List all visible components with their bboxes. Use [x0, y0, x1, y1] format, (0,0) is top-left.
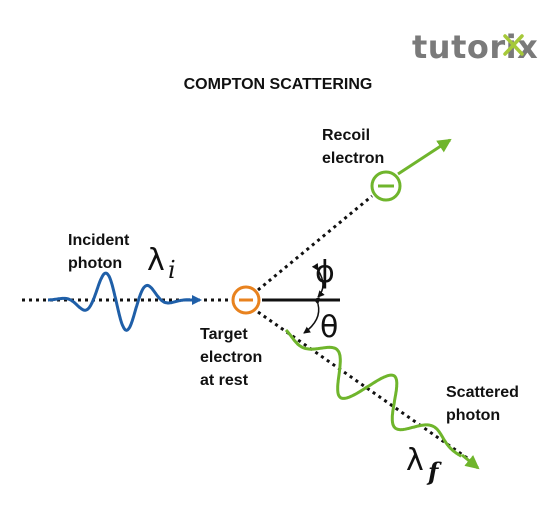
logo-accent-icon	[503, 34, 524, 56]
target-label-line3: at rest	[200, 372, 249, 389]
scattered-label-line2: photon	[446, 407, 500, 424]
lambda-final-subscript: f	[426, 457, 442, 486]
scattered-photon-wave	[284, 328, 462, 458]
incident-photon-wave	[48, 271, 190, 332]
scattered-arrow-icon	[461, 453, 480, 470]
tutorix-logo: tutorix	[412, 28, 538, 66]
theta-symbol: θ	[320, 310, 338, 345]
recoil-arrow-icon	[397, 138, 452, 176]
theta-angle-arc-icon	[303, 297, 320, 334]
target-label-line1: Target	[200, 326, 248, 343]
phi-angle-arc-icon	[311, 263, 325, 298]
target-label-line2: electron	[200, 349, 262, 366]
recoil-label-line2: electron	[322, 150, 384, 167]
incident-label-line2: photon	[68, 255, 122, 272]
phi-symbol: ϕ	[315, 255, 335, 290]
lambda-initial-subscript: i	[168, 256, 176, 284]
scattered-label-line1: Scattered	[446, 384, 519, 401]
incident-label-line1: Incident	[68, 232, 130, 249]
logo-text: tutorix	[412, 28, 538, 66]
target-electron-icon	[231, 285, 261, 315]
lambda-initial: λ	[147, 243, 165, 278]
diagram-title: COMPTON SCATTERING	[184, 76, 373, 93]
recoil-electron-icon	[370, 170, 402, 202]
recoil-label-line1: Recoil	[322, 127, 370, 144]
lambda-final: λ	[406, 443, 424, 478]
